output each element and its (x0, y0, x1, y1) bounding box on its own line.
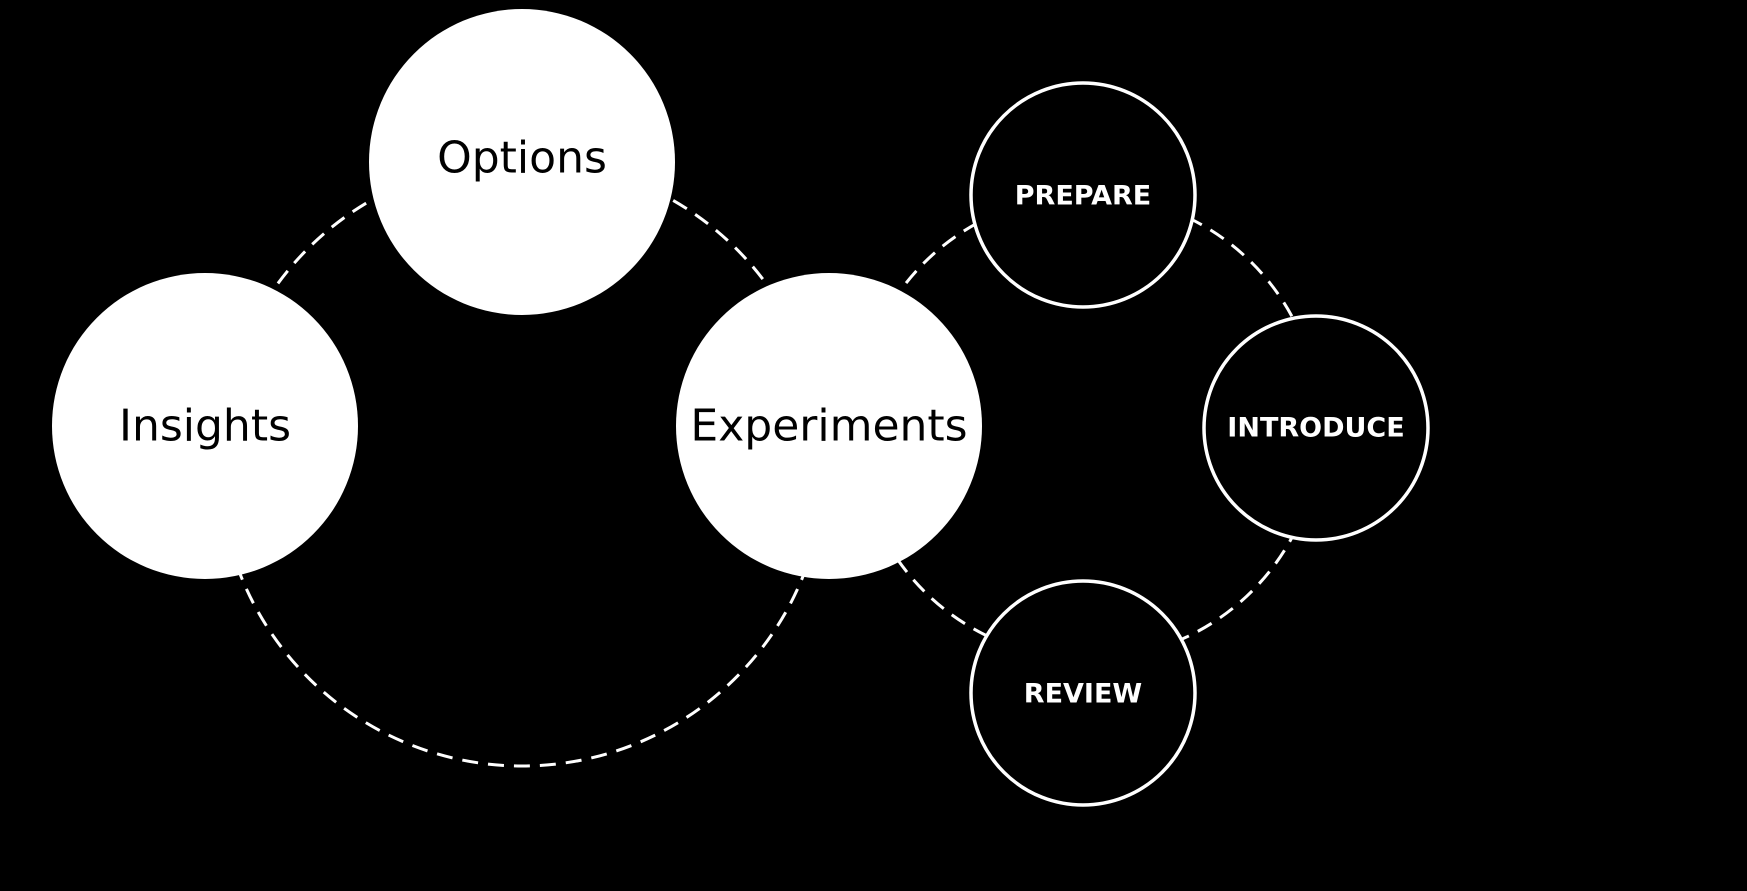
insights-disc (52, 273, 358, 579)
review-disc (969, 579, 1197, 807)
options-disc (369, 9, 675, 315)
node-introduce[interactable]: INTRODUCE (1202, 314, 1430, 542)
options-label: Options (437, 133, 607, 184)
experiments-label: Experiments (690, 401, 967, 452)
introduce-label: INTRODUCE (1227, 413, 1404, 444)
node-review[interactable]: REVIEW (969, 579, 1197, 807)
review-label: REVIEW (1024, 679, 1142, 710)
node-insights[interactable]: Insights (52, 273, 358, 579)
insights-label: Insights (119, 401, 291, 452)
node-options[interactable]: Options (369, 9, 675, 315)
prepare-disc (969, 81, 1197, 309)
introduce-disc (1202, 314, 1430, 542)
prepare-label: PREPARE (1015, 181, 1151, 212)
node-experiments[interactable]: Experiments (676, 273, 982, 579)
node-prepare[interactable]: PREPARE (969, 81, 1197, 309)
experiments-disc (676, 273, 982, 579)
